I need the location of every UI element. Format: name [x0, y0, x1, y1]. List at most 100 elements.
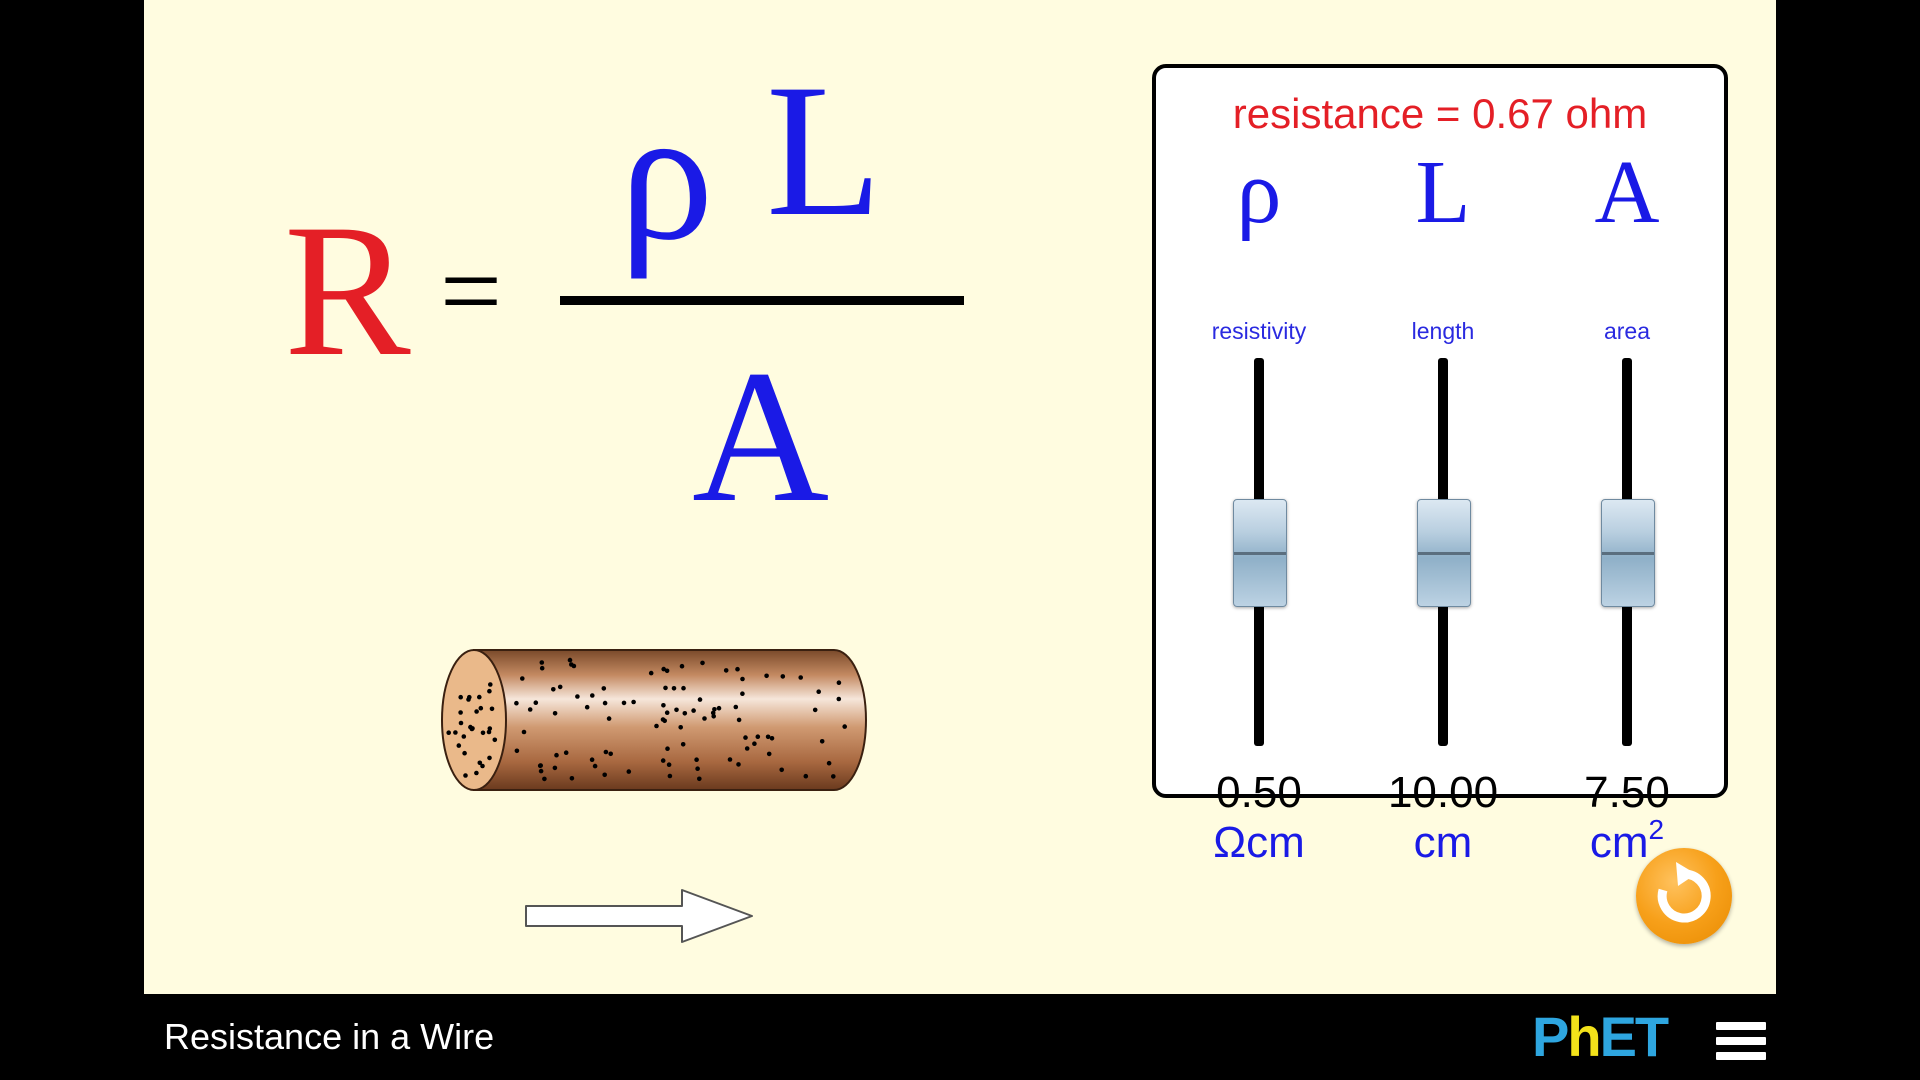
- wire-impurity-dot: [456, 743, 462, 748]
- wire-impurity-dot: [542, 776, 547, 782]
- wire-impurity-dot: [780, 674, 786, 679]
- wire-impurity-dot: [665, 746, 670, 751]
- wire-impurity-dot: [816, 689, 821, 694]
- wire-impurity-dot: [671, 686, 677, 691]
- wire-impurity-dot: [521, 729, 527, 735]
- length-label: length: [1411, 318, 1475, 344]
- wire-impurity-dot: [654, 723, 659, 729]
- wire-impurity-dot: [681, 685, 686, 691]
- wire-impurity-dot: [678, 725, 683, 730]
- wire-impurity-dot: [487, 755, 492, 761]
- wire-impurity-dot: [631, 699, 636, 705]
- wire-impurity-dot: [661, 703, 666, 708]
- wire-impurity-dot: [602, 772, 607, 778]
- wire-impurity-dot: [660, 717, 666, 722]
- wire-impurity-dot: [461, 734, 467, 739]
- resistivity-value: 0.50: [1216, 768, 1302, 817]
- wire-impurity-dot: [477, 760, 483, 766]
- resistivity-label: resistivity: [1211, 318, 1307, 344]
- resistance-readout: resistance = 0.67 ohm: [1232, 90, 1648, 137]
- wire-impurity-dot: [551, 687, 556, 692]
- wire-impurity-dot: [723, 668, 729, 673]
- resistivity-column: ρ resistivity 0.50 Ωcm: [1167, 143, 1351, 868]
- wire-impurity-dot: [697, 697, 703, 702]
- resistivity-slider-thumb[interactable]: [1233, 499, 1287, 607]
- navigation-bar: [0, 994, 1920, 1080]
- wire-impurity-dot: [660, 758, 666, 763]
- wire-impurity-dot: [468, 724, 473, 730]
- wire-impurity-dot: [462, 750, 467, 756]
- wire-impurity-dot: [463, 773, 468, 778]
- wire-impurity-dot: [584, 704, 590, 710]
- wire-impurity-dot: [694, 757, 699, 762]
- equation-resistance-symbol: R: [284, 186, 411, 396]
- wire-impurity-dot: [626, 769, 632, 774]
- wire-impurity-dot: [480, 763, 485, 769]
- wire-cylinder: [441, 649, 867, 791]
- wire-impurity-dot: [736, 717, 742, 723]
- wire-impurity-dot: [486, 729, 492, 735]
- resistivity-unit: Ωcm: [1167, 818, 1351, 868]
- wire-impurity-dot: [514, 700, 519, 706]
- wire-impurity-dot: [563, 750, 569, 755]
- wire-impurity-dot: [716, 705, 722, 711]
- control-panel: resistance = 0.67 ohm ρ resistivity 0.50…: [1152, 64, 1728, 868]
- wire-impurity-dot: [569, 776, 575, 781]
- resistivity-symbol: ρ: [1236, 143, 1282, 242]
- wire-impurity-dot: [552, 765, 558, 771]
- length-unit: cm: [1351, 818, 1535, 868]
- reset-all-button[interactable]: [1636, 848, 1732, 944]
- wire-impurity-dot: [557, 684, 563, 690]
- equation-area-symbol: A: [692, 332, 830, 542]
- wire-impurity-dot: [755, 734, 761, 739]
- wire-impurity-dot: [478, 705, 484, 711]
- wire-impurity-dot: [453, 730, 458, 735]
- resistivity-unit-text: Ωcm: [1213, 818, 1305, 867]
- hamburger-menu-icon[interactable]: [1716, 1022, 1766, 1062]
- wire-impurity-dot: [606, 716, 612, 721]
- wire-impurity-dot: [488, 682, 493, 687]
- wire-impurity-dot: [740, 691, 745, 696]
- wire-impurity-dot: [664, 710, 670, 715]
- wire-impurity-dot: [819, 739, 825, 744]
- wire-impurity-dot: [711, 714, 716, 719]
- wire-impurity-dot: [602, 700, 608, 706]
- wire-impurity-dot: [836, 680, 842, 685]
- wire-impurity-dot: [552, 711, 558, 716]
- length-unit-text: cm: [1413, 818, 1473, 867]
- wire-impurity-dot: [702, 716, 707, 721]
- wire-impurity-dot: [752, 741, 757, 746]
- wire-impurity-dot: [539, 665, 545, 671]
- length-slider-thumb[interactable]: [1417, 499, 1471, 607]
- current-arrow-icon: [525, 889, 753, 943]
- wire-impurity-dot: [733, 704, 739, 710]
- wire-impurity-dot: [826, 760, 832, 766]
- area-unit-sup: 2: [1648, 814, 1665, 845]
- wire-impurity-dot: [766, 751, 772, 757]
- wire-impurity-dot: [727, 757, 733, 762]
- wire-impurity-dot: [779, 767, 784, 773]
- wire-impurity-dot: [538, 768, 544, 774]
- area-unit-text: cm: [1589, 818, 1649, 867]
- wire-impurity-dot: [467, 694, 472, 700]
- area-column: A area 7.50 cm2: [1535, 148, 1719, 868]
- wire-impurity-dot: [710, 710, 716, 716]
- wire-impurity-dot: [474, 770, 479, 776]
- wire-impurity-dot: [589, 757, 595, 762]
- wire-impurity-dot: [477, 694, 482, 700]
- wire-impurity-dot: [569, 662, 574, 667]
- equation-fraction-bar: [560, 296, 964, 305]
- equation-equals-sign: =: [440, 230, 503, 352]
- phet-logo[interactable]: PhET: [1532, 1005, 1669, 1068]
- wire-impurity-dot: [533, 700, 539, 705]
- wire-impurity-dot: [458, 720, 464, 726]
- wire-impurity-dot: [592, 763, 598, 769]
- wire-impurity-dot: [446, 730, 451, 735]
- wire-impurity-dot: [458, 694, 463, 700]
- length-symbol: L: [1415, 143, 1471, 242]
- area-value: 7.50: [1584, 768, 1670, 817]
- wire-impurity-dot: [520, 676, 525, 681]
- wire-impurity-dot: [648, 670, 654, 676]
- area-slider-thumb[interactable]: [1601, 499, 1655, 607]
- wire-impurity-dot: [608, 751, 613, 757]
